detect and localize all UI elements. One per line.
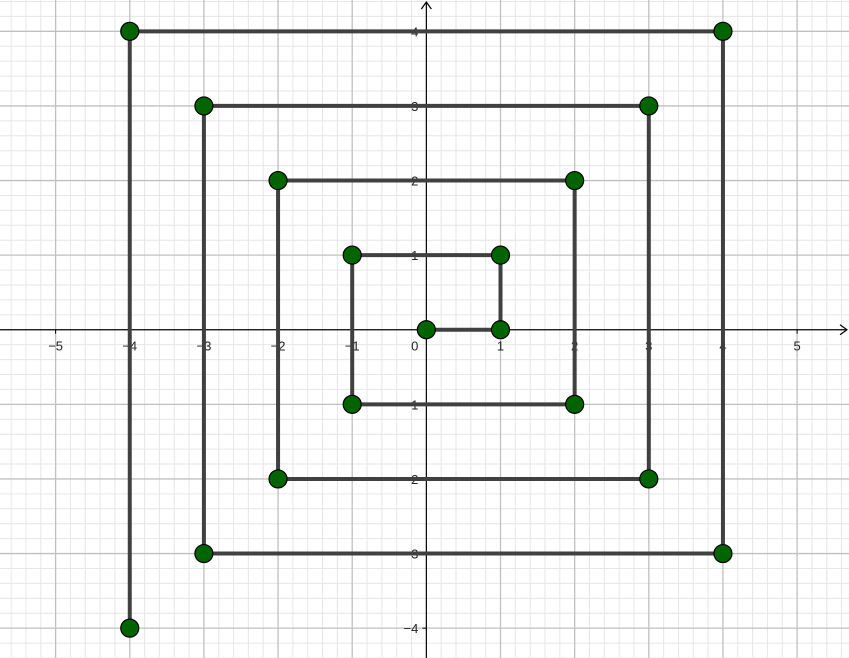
x-tick-label: −5 bbox=[48, 339, 63, 354]
x-tick-label: 1 bbox=[497, 339, 504, 354]
data-point bbox=[194, 96, 214, 116]
data-point bbox=[268, 170, 288, 191]
data-point bbox=[713, 543, 733, 564]
data-point bbox=[639, 96, 659, 116]
y-tick-label: −4 bbox=[404, 621, 419, 636]
data-point bbox=[194, 543, 214, 564]
data-point bbox=[639, 469, 659, 489]
data-point bbox=[713, 21, 733, 41]
data-point bbox=[565, 170, 585, 191]
x-tick-label: 0 bbox=[411, 339, 418, 354]
data-point bbox=[416, 320, 436, 340]
x-axis-arrow bbox=[839, 324, 849, 336]
data-point bbox=[342, 245, 362, 265]
data-point bbox=[490, 245, 511, 265]
x-tick-label: 5 bbox=[793, 339, 800, 354]
data-point bbox=[342, 394, 362, 414]
data-point bbox=[120, 618, 140, 638]
data-point bbox=[268, 469, 288, 489]
data-point bbox=[565, 394, 585, 414]
data-point bbox=[120, 21, 140, 41]
data-points bbox=[120, 21, 733, 638]
data-point bbox=[490, 320, 511, 340]
y-axis-arrow bbox=[420, 0, 432, 10]
